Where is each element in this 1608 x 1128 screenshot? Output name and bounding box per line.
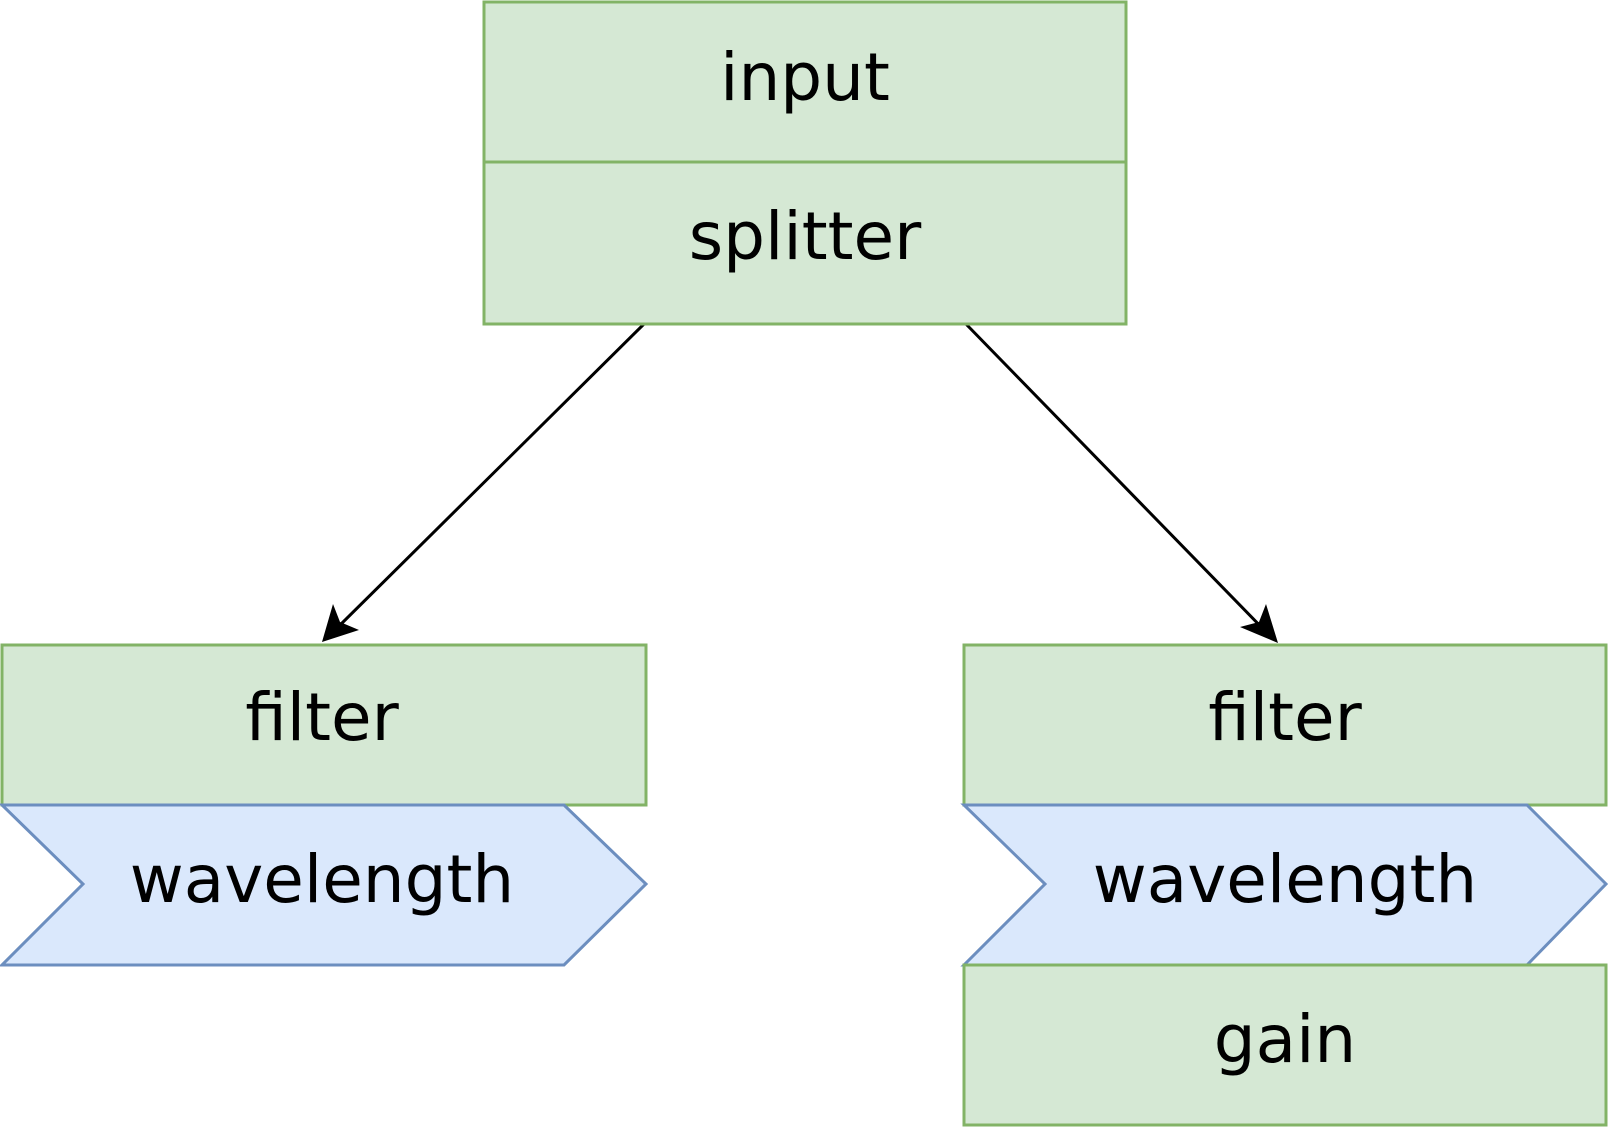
- arrowhead-right: [1240, 604, 1278, 643]
- edge-splitter-to-right-filter: [963, 321, 1272, 638]
- left-filter-node[interactable]: filter: [0, 643, 648, 807]
- gain-label: gain: [1214, 1001, 1357, 1078]
- right-wavelength-label: wavelength: [1093, 841, 1477, 918]
- right-wavelength-node[interactable]: wavelength: [960, 803, 1608, 967]
- right-filter-label: filter: [1208, 679, 1362, 756]
- arrowhead-left: [322, 604, 359, 642]
- splitter-node[interactable]: splitter: [482, 160, 1128, 326]
- splitter-label: splitter: [689, 198, 922, 275]
- edges: [331, 321, 1272, 638]
- edge-splitter-to-left-filter: [331, 321, 647, 634]
- input-label: input: [720, 39, 890, 116]
- left-filter-label: filter: [245, 679, 399, 756]
- left-wavelength-label: wavelength: [130, 841, 514, 918]
- right-filter-node[interactable]: filter: [962, 643, 1608, 807]
- gain-node[interactable]: gain: [962, 963, 1608, 1127]
- left-wavelength-node[interactable]: wavelength: [0, 803, 649, 967]
- input-node[interactable]: input: [482, 0, 1128, 164]
